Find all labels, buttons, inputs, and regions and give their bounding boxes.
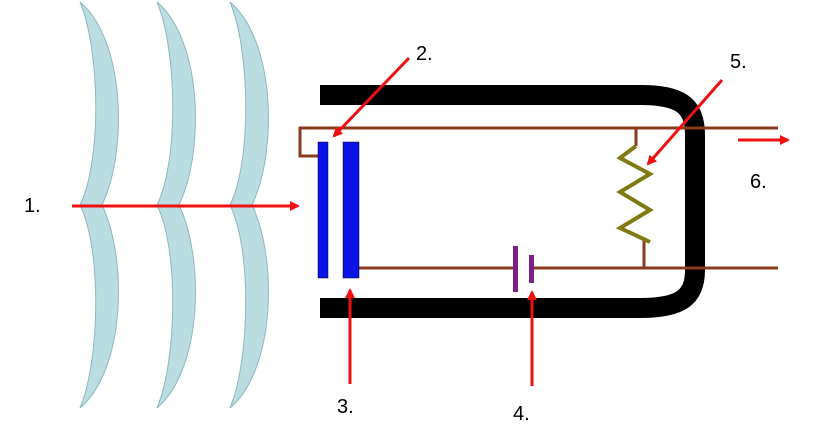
battery-long-plate: [513, 246, 518, 292]
top-wire: [298, 126, 778, 158]
arrow-2: [332, 56, 411, 138]
back-plate: [342, 141, 360, 279]
microphone-housing-bottom: [320, 210, 705, 318]
diaphragm-plate: [317, 141, 329, 279]
label-3: 3.: [337, 396, 354, 418]
microphone-housing-top: [320, 85, 705, 210]
label-1: 1.: [24, 195, 41, 217]
label-6: 6.: [750, 171, 767, 193]
label-4: 4.: [513, 403, 530, 424]
arrow-5: [646, 79, 724, 166]
battery-short-plate: [529, 255, 534, 283]
resistor: [615, 144, 655, 244]
label-2: 2.: [416, 43, 433, 65]
label-5: 5.: [730, 51, 747, 73]
